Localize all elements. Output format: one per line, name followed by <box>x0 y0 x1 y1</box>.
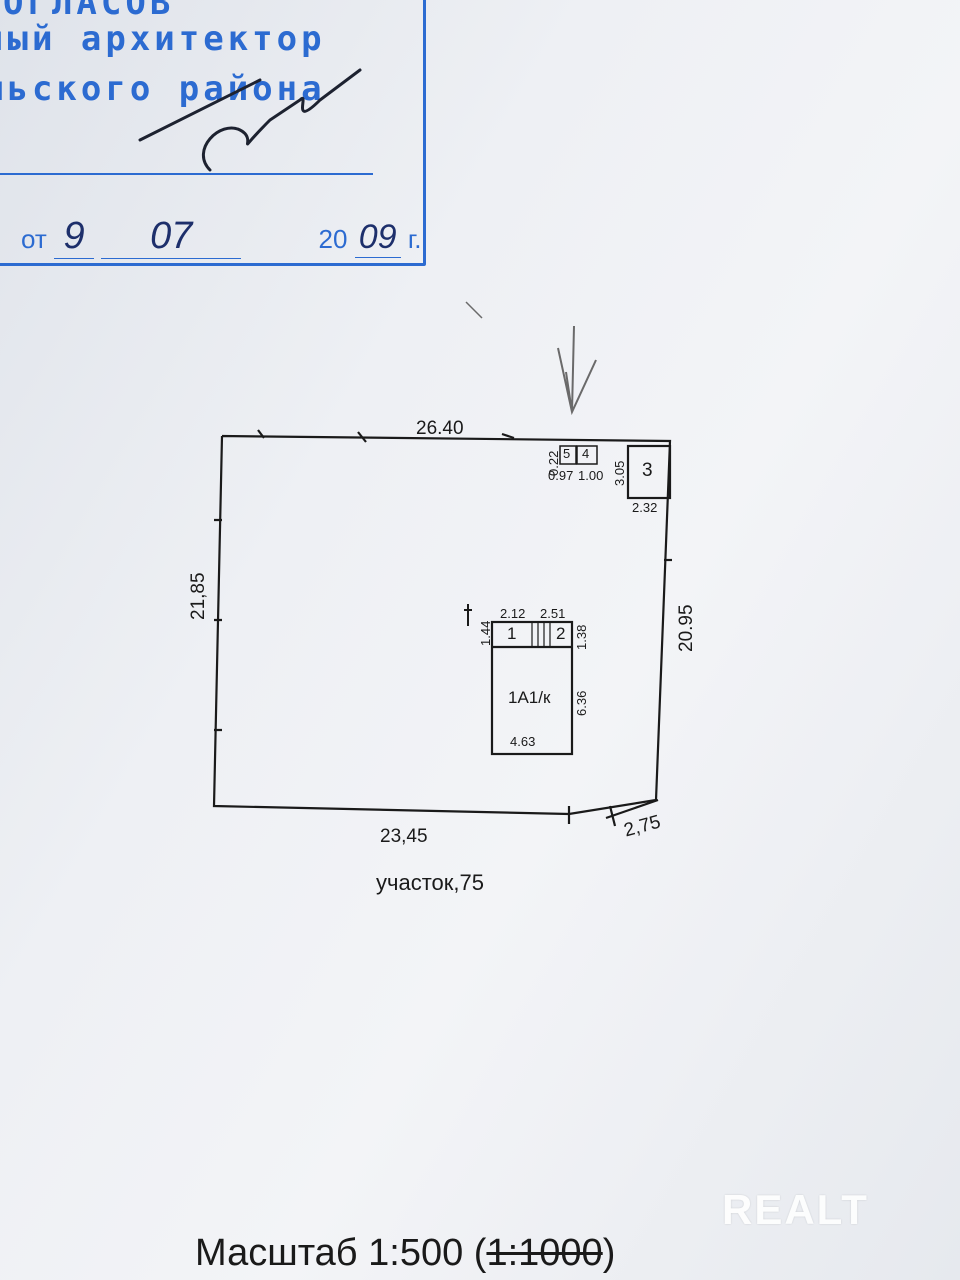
date-month: 07 <box>101 215 242 259</box>
small-dim-below-2: 1.00 <box>578 468 604 483</box>
small-shed-5-label: 5 <box>563 446 571 461</box>
north-arrow-icon <box>557 325 597 416</box>
left-dimension: 21,85 <box>188 572 209 620</box>
small-shed-5 <box>559 445 577 465</box>
date-year-prefix: 20 <box>318 224 348 254</box>
house-right-small-dim: 1.38 <box>574 624 589 650</box>
approval-stamp: ОГЛАСОВ ный архитектор льского района от… <box>0 0 426 266</box>
stamp-line-3: льского района <box>0 69 326 109</box>
bottom-dimension: 23,45 <box>380 826 428 847</box>
date-year: 09 <box>354 218 401 258</box>
house-room-2: 2 <box>556 624 566 643</box>
right-dimension: 20.95 <box>676 604 697 652</box>
plot-caption: участок,75 <box>376 870 484 895</box>
realt-logo: REALT <box>722 1186 869 1233</box>
plot-boundary <box>212 434 672 816</box>
shed-height: 3.05 <box>612 460 627 486</box>
stamp-date: от 9 07 20 09 г. <box>21 215 421 259</box>
scale-text: Масштаб 1:500 ( <box>195 1232 487 1274</box>
date-prefix: от <box>21 224 47 254</box>
date-day: 9 <box>54 215 95 259</box>
stamp-line-2: ный архитектор <box>0 19 326 59</box>
shed-label: 3 <box>642 460 653 481</box>
house-width-dim: 4.63 <box>510 734 536 749</box>
signature <box>138 68 362 172</box>
stamp-rule <box>0 173 373 175</box>
house-top-right-dim: 2.51 <box>540 606 566 621</box>
shed-outline <box>626 444 672 500</box>
scale-label: Масштаб 1:500 (1:1000) <box>195 1232 615 1275</box>
stamp-line-1: ОГЛАСОВ <box>3 0 175 23</box>
scale-close: ) <box>602 1232 616 1274</box>
house-height-dim: 6.36 <box>574 690 589 716</box>
house-top-left-dim: 2.12 <box>500 606 526 621</box>
small-shed-4-label: 4 <box>582 446 590 461</box>
top-dimension: 26.40 <box>416 418 464 439</box>
house-label: 1А1/к <box>508 688 551 707</box>
house-left-small-dim: 1.44 <box>478 620 493 646</box>
date-year-suffix: г. <box>407 224 422 254</box>
house-room-1: 1 <box>507 624 517 643</box>
small-dim-below: 0.97 <box>548 468 574 483</box>
small-shed-4 <box>576 445 598 465</box>
scale-struck: 1:1000 <box>486 1232 603 1274</box>
shed-width: 2.32 <box>632 500 658 515</box>
